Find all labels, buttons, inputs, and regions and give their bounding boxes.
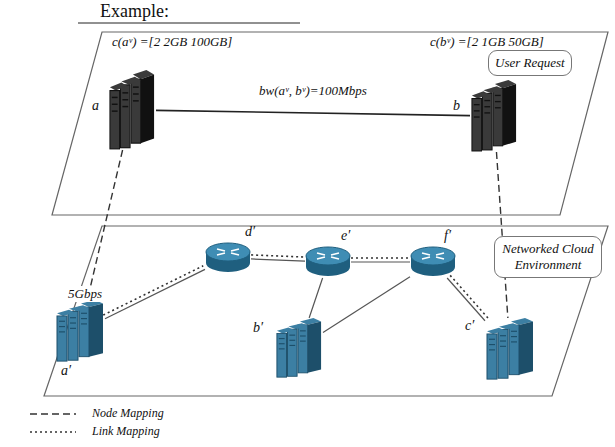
legend-line	[30, 413, 76, 414]
node-name: b′	[253, 320, 263, 336]
plane-label-box: User Request	[488, 50, 572, 76]
title-underline	[78, 23, 300, 24]
bandwidth-label: bw(aᵛ, bᵛ)=100Mbps	[257, 83, 369, 99]
link-mapping	[251, 255, 305, 257]
server-icon	[108, 70, 156, 150]
node-name: a	[92, 98, 99, 114]
server-icon	[470, 80, 518, 152]
physical-link	[105, 269, 205, 318]
router: e′	[305, 246, 351, 278]
physical-link	[309, 278, 322, 318]
server: b	[470, 80, 518, 152]
physical-link	[251, 259, 305, 261]
title: Example:	[100, 1, 169, 22]
router: f′	[410, 246, 456, 278]
node-name: d′	[245, 224, 255, 240]
legend-sample	[30, 427, 76, 437]
router-icon	[205, 242, 251, 274]
router: d′	[205, 242, 251, 274]
node-name: a′	[61, 363, 71, 379]
link-mapping	[351, 257, 410, 259]
virtual-link	[156, 110, 470, 115]
physical-link	[447, 278, 485, 321]
node-name: e′	[341, 228, 350, 244]
node-name: c′	[465, 318, 474, 334]
capacity-vector: c(bᵛ) =[2 1GB 50GB]	[430, 34, 544, 50]
node-name: b	[453, 98, 460, 114]
user-plane	[52, 32, 608, 215]
server: a	[108, 70, 156, 150]
node-mapping	[87, 150, 122, 300]
router-icon	[410, 246, 456, 278]
legend-sample	[30, 409, 76, 419]
plane-label: User Request	[495, 55, 565, 71]
node-name: f′	[444, 228, 451, 244]
legend-line	[30, 431, 76, 433]
legend-text: Link Mapping	[92, 424, 160, 439]
router-icon	[305, 246, 351, 278]
plane-label-box: Networked Cloud Environment	[494, 236, 602, 278]
physical-link	[323, 277, 410, 333]
server: a′	[55, 300, 105, 362]
link-mapping	[450, 275, 488, 318]
server: b′	[275, 318, 323, 378]
cloud-plane	[44, 226, 608, 396]
server-icon	[275, 318, 323, 378]
server-icon	[485, 318, 535, 380]
node-mapping	[496, 152, 507, 318]
plane-label: Networked Cloud Environment	[501, 241, 595, 273]
bandwidth-label: 5Gbps	[66, 286, 104, 302]
server-icon	[55, 300, 105, 362]
physical-link	[351, 261, 410, 262]
capacity-vector: c(aᵛ) =[2 2GB 100GB]	[112, 34, 232, 50]
server: c′	[485, 318, 535, 380]
link-mapping	[103, 266, 203, 315]
legend-text: Node Mapping	[92, 406, 164, 421]
